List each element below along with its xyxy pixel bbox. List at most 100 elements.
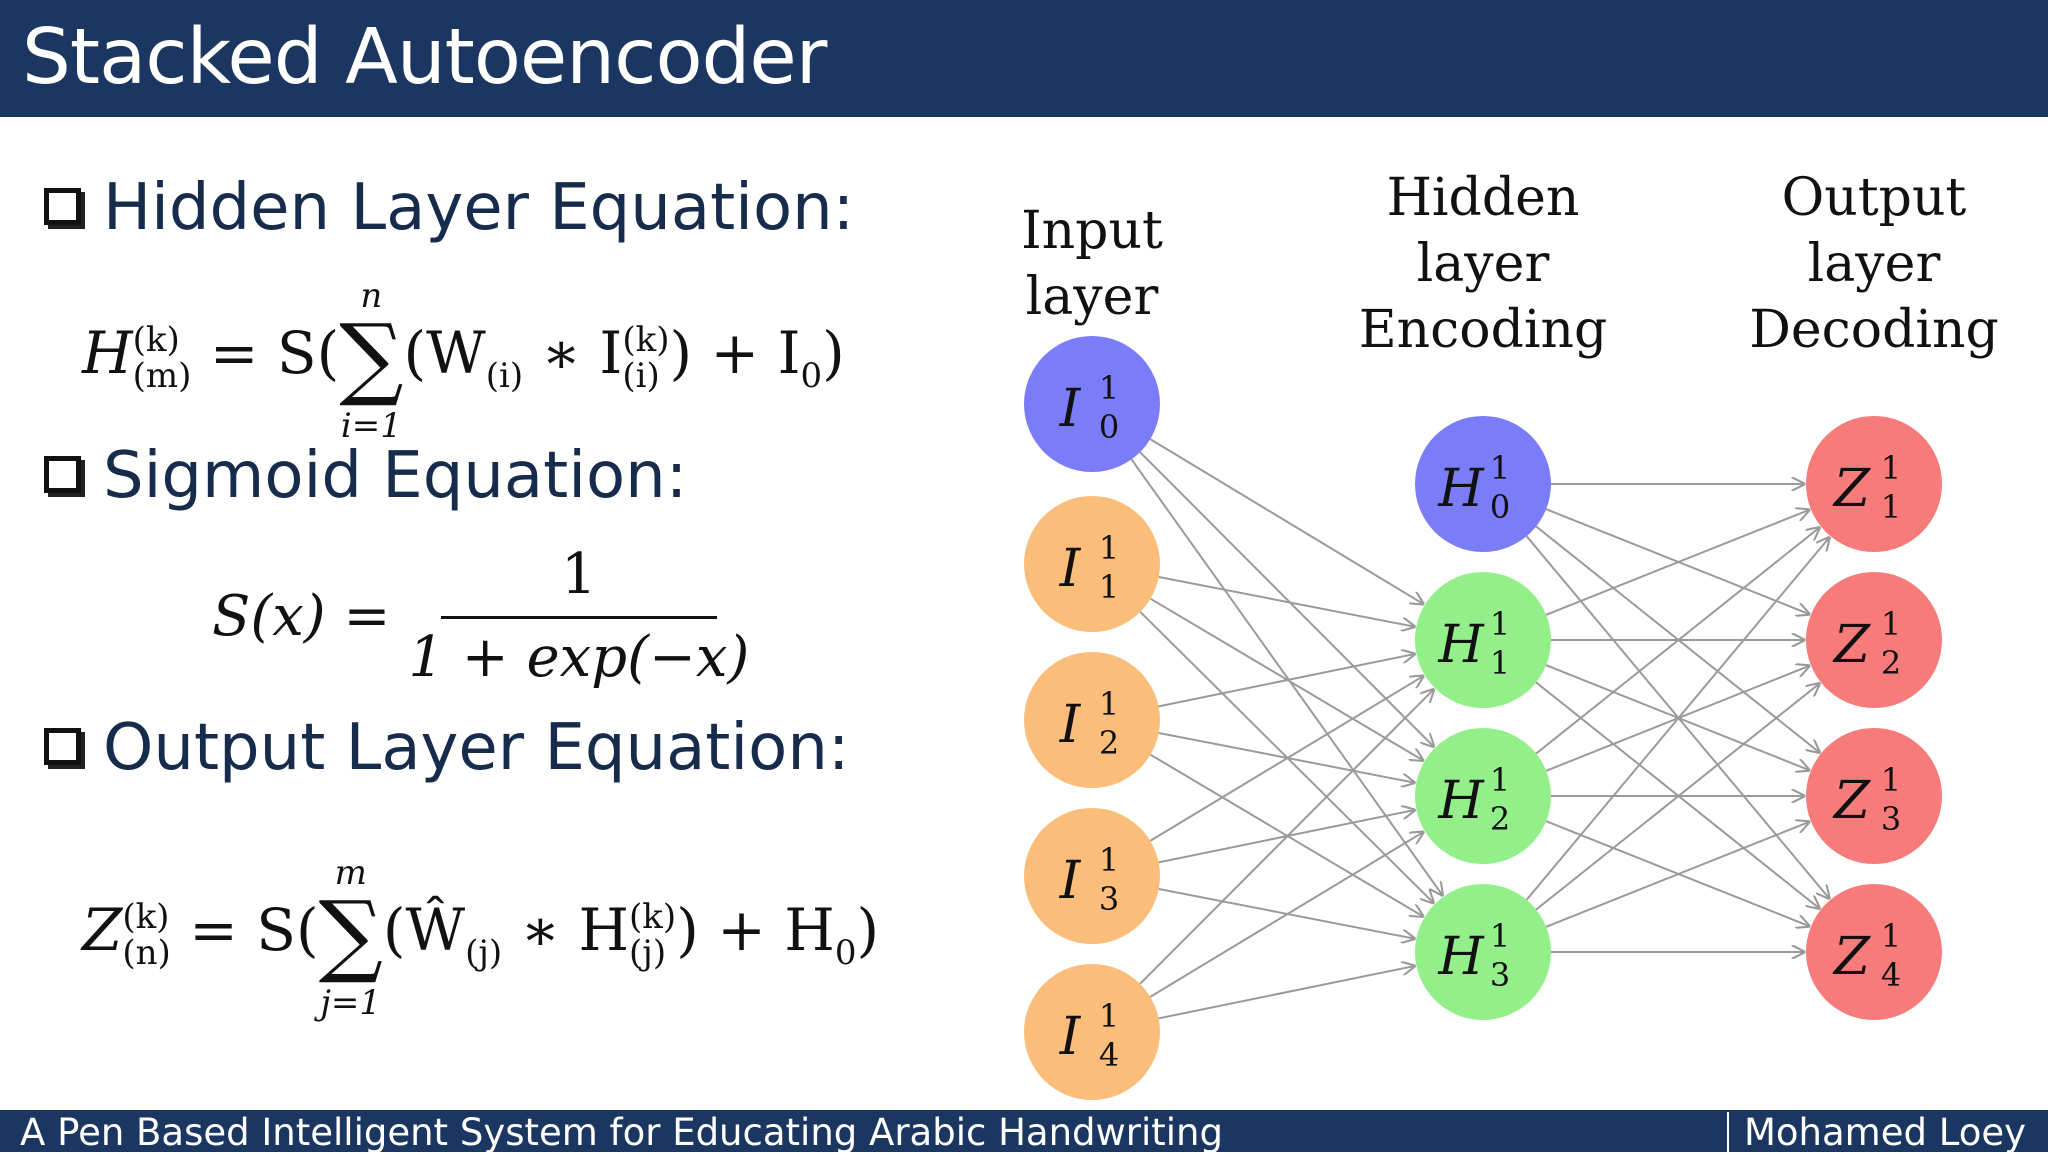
hidden-node-0-sup: 1 bbox=[1490, 449, 1510, 487]
edge-input4-hidden2 bbox=[1149, 832, 1423, 998]
section-hidden-layer-equation: Hidden Layer Equation: bbox=[44, 168, 854, 248]
edge-hidden3-output0 bbox=[1525, 538, 1830, 901]
fraction-denominator: 1 + exp(−x) bbox=[408, 625, 750, 690]
output-node-3-sub: 3 bbox=[1881, 800, 1901, 838]
edge-input1-hidden1 bbox=[1158, 575, 1415, 627]
output-node-2-circle bbox=[1806, 572, 1942, 708]
hidden-node-1-sup: 1 bbox=[1490, 605, 1510, 643]
hidden-node-2-sub: 2 bbox=[1490, 800, 1510, 838]
eq-supsub: 0 bbox=[800, 355, 823, 396]
eq-supsub: (k)(i) bbox=[622, 319, 670, 396]
output-node-3-letter: Z bbox=[1832, 771, 1871, 831]
input-node-3-circle bbox=[1024, 808, 1160, 944]
input-node-0-sup: 1 bbox=[1099, 369, 1119, 407]
input-node-2-sup: 1 bbox=[1099, 685, 1119, 723]
checkbox-bullet-icon bbox=[44, 728, 81, 765]
edge-input0-hidden3 bbox=[1130, 458, 1442, 895]
eq-text: = S( bbox=[209, 319, 340, 387]
hidden-node-1-sub: 1 bbox=[1490, 644, 1510, 682]
eq-text: (Ŵ bbox=[382, 896, 466, 964]
column-label-output: layer bbox=[1808, 234, 1941, 294]
slide-title: Stacked Autoencoder bbox=[22, 13, 827, 102]
hidden-node-0-letter: H bbox=[1437, 459, 1485, 519]
output-node-4-sub: 4 bbox=[1881, 956, 1901, 994]
output-node-3-circle bbox=[1806, 728, 1942, 864]
output-node-4-letter: Z bbox=[1832, 927, 1871, 987]
edge-hidden3-output2 bbox=[1545, 822, 1809, 928]
column-label-input: layer bbox=[1026, 267, 1159, 327]
hidden-node-1-letter: H bbox=[1437, 615, 1485, 675]
hidden-node-1-circle bbox=[1415, 572, 1551, 708]
title-bar bbox=[0, 0, 2048, 117]
hidden-node-2-circle bbox=[1415, 728, 1551, 864]
section-sigmoid-equation: Sigmoid Equation: bbox=[44, 436, 687, 516]
input-node-3-sub: 3 bbox=[1099, 880, 1119, 918]
output-node-1-sub: 1 bbox=[1881, 488, 1901, 526]
input-node-1-letter: I bbox=[1059, 539, 1082, 599]
input-node-4-letter: I bbox=[1059, 1007, 1082, 1067]
output-node-2-sup: 1 bbox=[1881, 605, 1901, 643]
footer-author: Mohamed Loey bbox=[1744, 1111, 2026, 1154]
fraction-numerator: 1 bbox=[441, 540, 717, 619]
edge-input2-hidden1 bbox=[1158, 654, 1415, 708]
eq-supsub: (k)(m) bbox=[132, 319, 192, 396]
input-node-4-sup: 1 bbox=[1099, 997, 1119, 1035]
column-labels: InputlayerHiddenlayerEncodingOutputlayer… bbox=[1021, 168, 1999, 360]
edge-hidden2-output0 bbox=[1535, 528, 1819, 755]
eq-text: ) bbox=[856, 896, 880, 964]
input-node-1-circle bbox=[1024, 496, 1160, 632]
eq-lhs: S(x) = bbox=[212, 583, 391, 649]
input-node-0-circle bbox=[1024, 336, 1160, 472]
column-label-hidden: Hidden bbox=[1387, 168, 1580, 228]
connection-edges bbox=[1130, 438, 1830, 1020]
output-node-1-sup: 1 bbox=[1881, 449, 1901, 487]
output-node-3-sup: 1 bbox=[1881, 761, 1901, 799]
eq-text: = S( bbox=[189, 896, 319, 964]
section-label: Hidden Layer Equation: bbox=[103, 171, 855, 245]
eq-supsub: (j) bbox=[465, 932, 503, 973]
input-node-3-sup: 1 bbox=[1099, 841, 1119, 879]
output-node-2-sub: 2 bbox=[1881, 644, 1901, 682]
input-node-1-sub: 1 bbox=[1099, 568, 1119, 606]
eq-text: ∗ I bbox=[523, 319, 623, 387]
input-node-2-circle bbox=[1024, 652, 1160, 788]
footer-project-title: A Pen Based Intelligent System for Educa… bbox=[20, 1111, 1223, 1154]
eq-text: ) bbox=[822, 319, 845, 387]
input-node-1-sup: 1 bbox=[1099, 529, 1119, 567]
eq-supsub: (k)(n) bbox=[122, 896, 171, 973]
input-node-4-sub: 4 bbox=[1099, 1036, 1119, 1074]
column-label-output: Output bbox=[1782, 168, 1967, 228]
input-node-4-circle bbox=[1024, 964, 1160, 1100]
edge-input0-hidden2 bbox=[1139, 451, 1434, 746]
hidden-node-3-sup: 1 bbox=[1490, 917, 1510, 955]
output-node-4-circle bbox=[1806, 884, 1942, 1020]
eq-supsub: 0 bbox=[834, 932, 857, 973]
input-node-2-letter: I bbox=[1059, 695, 1082, 755]
hidden-node-0-sub: 0 bbox=[1490, 488, 1510, 526]
input-node-0-letter: I bbox=[1059, 379, 1082, 439]
eq-text: ) + H bbox=[676, 896, 835, 964]
footer-divider bbox=[1727, 1112, 1729, 1152]
edge-input4-hidden1 bbox=[1139, 690, 1434, 985]
eq-symbol: Z bbox=[82, 896, 123, 964]
edge-input3-hidden1 bbox=[1149, 676, 1423, 842]
checkbox-bullet-icon bbox=[44, 456, 81, 493]
output-node-1-letter: Z bbox=[1832, 459, 1871, 519]
section-output-layer-equation: Output Layer Equation: bbox=[44, 708, 849, 788]
section-label: Output Layer Equation: bbox=[103, 711, 850, 785]
column-label-output: Decoding bbox=[1749, 300, 1999, 360]
